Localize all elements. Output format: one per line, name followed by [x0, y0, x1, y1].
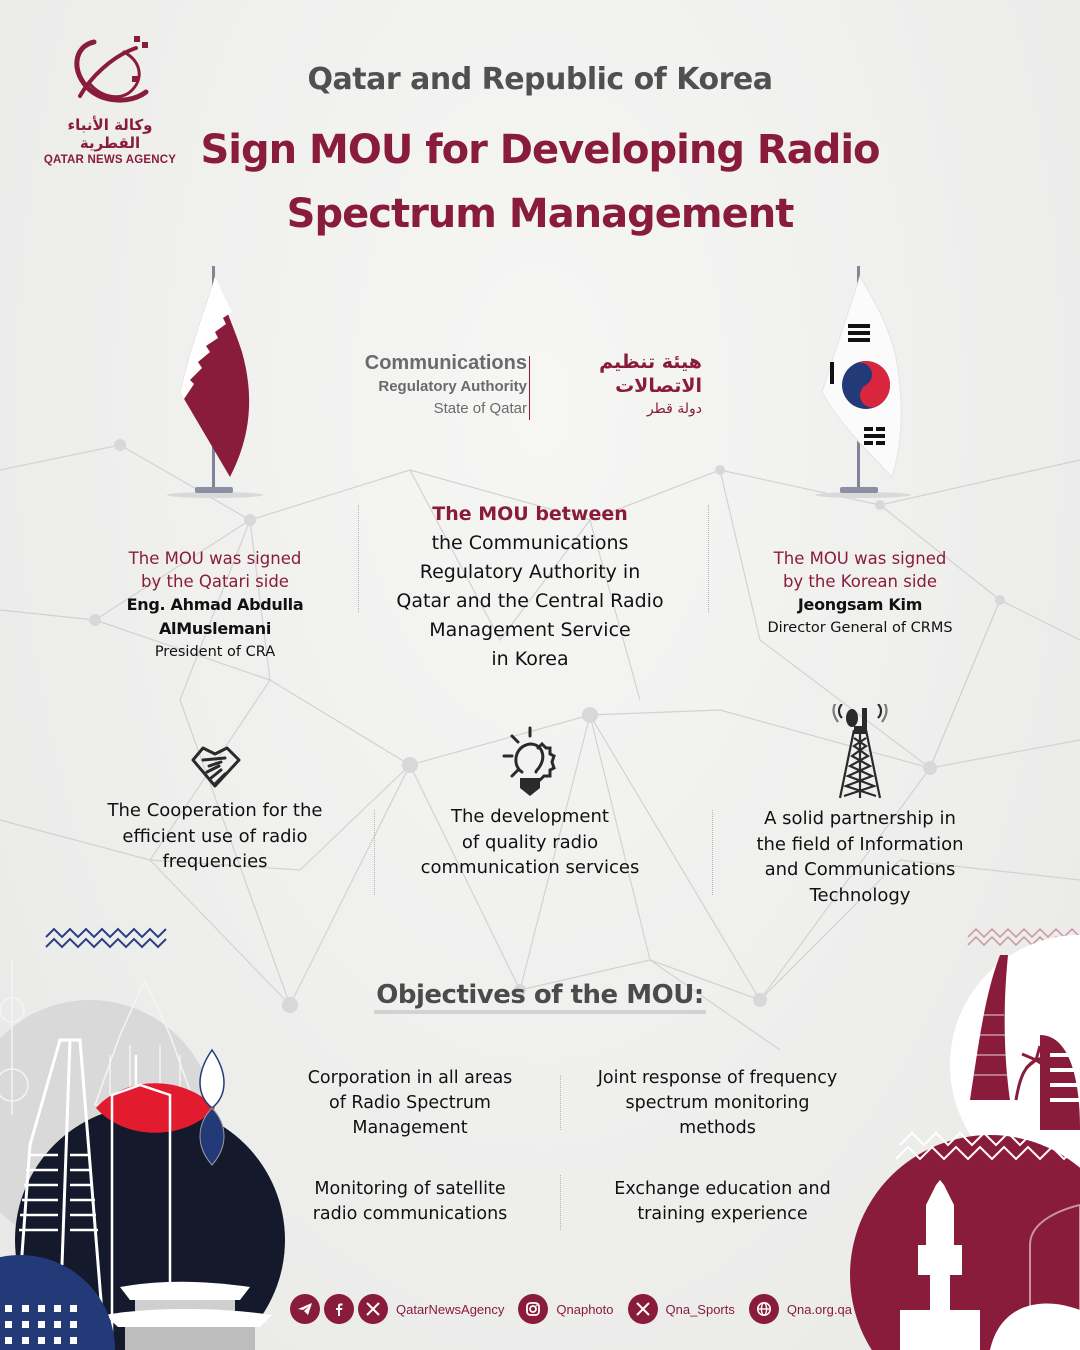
facebook-icon[interactable]: [324, 1294, 354, 1324]
feature-text: The development of quality radio communi…: [420, 806, 640, 878]
social-handle-qnaphoto[interactable]: Qnaphoto: [556, 1301, 614, 1317]
mou-between-body: the Communications Regulatory Authority …: [396, 532, 664, 670]
signatory-heading: by the Korean side: [782, 572, 938, 591]
cra-logo: Communications Regulatory Authority Stat…: [355, 350, 705, 425]
feature-text: A solid partnership in the field of Info…: [756, 808, 964, 906]
signatory-heading: The MOU was signed: [128, 549, 302, 568]
korea-signatory: The MOU was signed by the Korean side Je…: [730, 547, 990, 639]
page-title: Sign MOU for Developing Radio Spectrum M…: [180, 118, 900, 246]
globe-icon[interactable]: [748, 1294, 779, 1324]
objective-item: Monitoring of satellite radio communicat…: [312, 1179, 508, 1224]
handshake-icon: [191, 746, 241, 788]
cra-arabic-line-1: هيئة تنظيم: [599, 351, 702, 373]
signatory-name: Eng. Ahmad Abdulla AlMuslemani: [126, 595, 304, 638]
feature-text: The Cooperation for the efficient use of…: [107, 800, 323, 872]
signatory-name: Jeongsam Kim: [797, 595, 923, 614]
mou-between-heading: The MOU between: [432, 503, 628, 525]
feature-partnership: A solid partnership in the field of Info…: [735, 704, 985, 908]
qna-emblem-icon: [74, 36, 149, 103]
feature-cooperation: The Cooperation for the efficient use of…: [90, 740, 340, 875]
lightbulb-gear-icon: [502, 726, 556, 796]
column-divider: [560, 1075, 561, 1130]
signatory-role: Director General of CRMS: [767, 620, 953, 636]
objective-item: Exchange education and training experien…: [614, 1179, 831, 1224]
qna-logo: وكالة الأنباء القطرية QATAR NEWS AGENCY: [40, 32, 180, 166]
cra-logo-arabic: هيئة تنظيم الاتصالات دولة قطر: [537, 350, 702, 420]
signatory-role: President of CRA: [154, 644, 276, 660]
column-divider: [358, 505, 359, 613]
signatory-heading: The MOU was signed: [773, 549, 947, 568]
website-link[interactable]: Qna.org.qa: [786, 1301, 852, 1317]
objectives-title: Objectives of the MOU:: [0, 980, 1080, 1014]
cra-name-line-3: State of Qatar: [433, 400, 527, 417]
page-subtitle: Qatar and Republic of Korea: [0, 62, 1080, 97]
qatar-signatory: The MOU was signed by the Qatari side En…: [70, 547, 360, 663]
radio-tower-icon: [832, 704, 888, 799]
cra-arabic-line-2: الاتصالات: [615, 375, 702, 397]
korea-skyline-illustration: [0, 927, 285, 1350]
agency-name-arabic: وكالة الأنباء القطرية: [67, 116, 153, 152]
cra-name-line-1: Communications: [364, 352, 527, 374]
objective-item: Corporation in all areas of Radio Spectr…: [307, 1068, 513, 1138]
mou-parties-description: The MOU between the Communications Regul…: [370, 500, 690, 674]
social-media-footer: QatarNewsAgency Qnaphoto Qna_Sports Qna.…: [290, 1293, 866, 1325]
south-korea-flag-icon: [815, 266, 911, 498]
feature-development: The development of quality radio communi…: [405, 726, 655, 881]
cra-logo-divider: [529, 356, 530, 420]
subtitle-text: Qatar and Republic of Korea: [307, 62, 773, 97]
instagram-icon[interactable]: [518, 1294, 549, 1324]
signatory-heading: by the Qatari side: [141, 572, 289, 591]
social-handle-qatarnewsagency[interactable]: QatarNewsAgency: [396, 1301, 505, 1317]
column-divider: [374, 810, 375, 895]
cra-logo-english: Communications Regulatory Authority Stat…: [365, 350, 527, 420]
cra-name-line-2: Regulatory Authority: [378, 378, 527, 395]
column-divider: [560, 1175, 561, 1230]
cra-arabic-line-3: دولة قطر: [646, 401, 702, 417]
title-line-2: Spectrum Management: [286, 191, 795, 237]
column-divider: [712, 810, 713, 895]
qatar-flag-icon: [167, 266, 263, 498]
qatar-skyline-illustration: [850, 927, 1080, 1350]
objectives-title-text: Objectives of the MOU:: [374, 980, 706, 1014]
social-handle-qna-sports[interactable]: Qna_Sports: [665, 1301, 735, 1317]
column-divider: [708, 505, 709, 613]
title-line-1: Sign MOU for Developing Radio: [200, 127, 880, 173]
agency-name-english: QATAR NEWS AGENCY: [43, 154, 177, 166]
x-icon[interactable]: [358, 1294, 388, 1324]
objective-item: Joint response of frequency spectrum mon…: [597, 1068, 838, 1138]
x-icon[interactable]: [627, 1294, 658, 1324]
telegram-icon[interactable]: [290, 1294, 320, 1324]
